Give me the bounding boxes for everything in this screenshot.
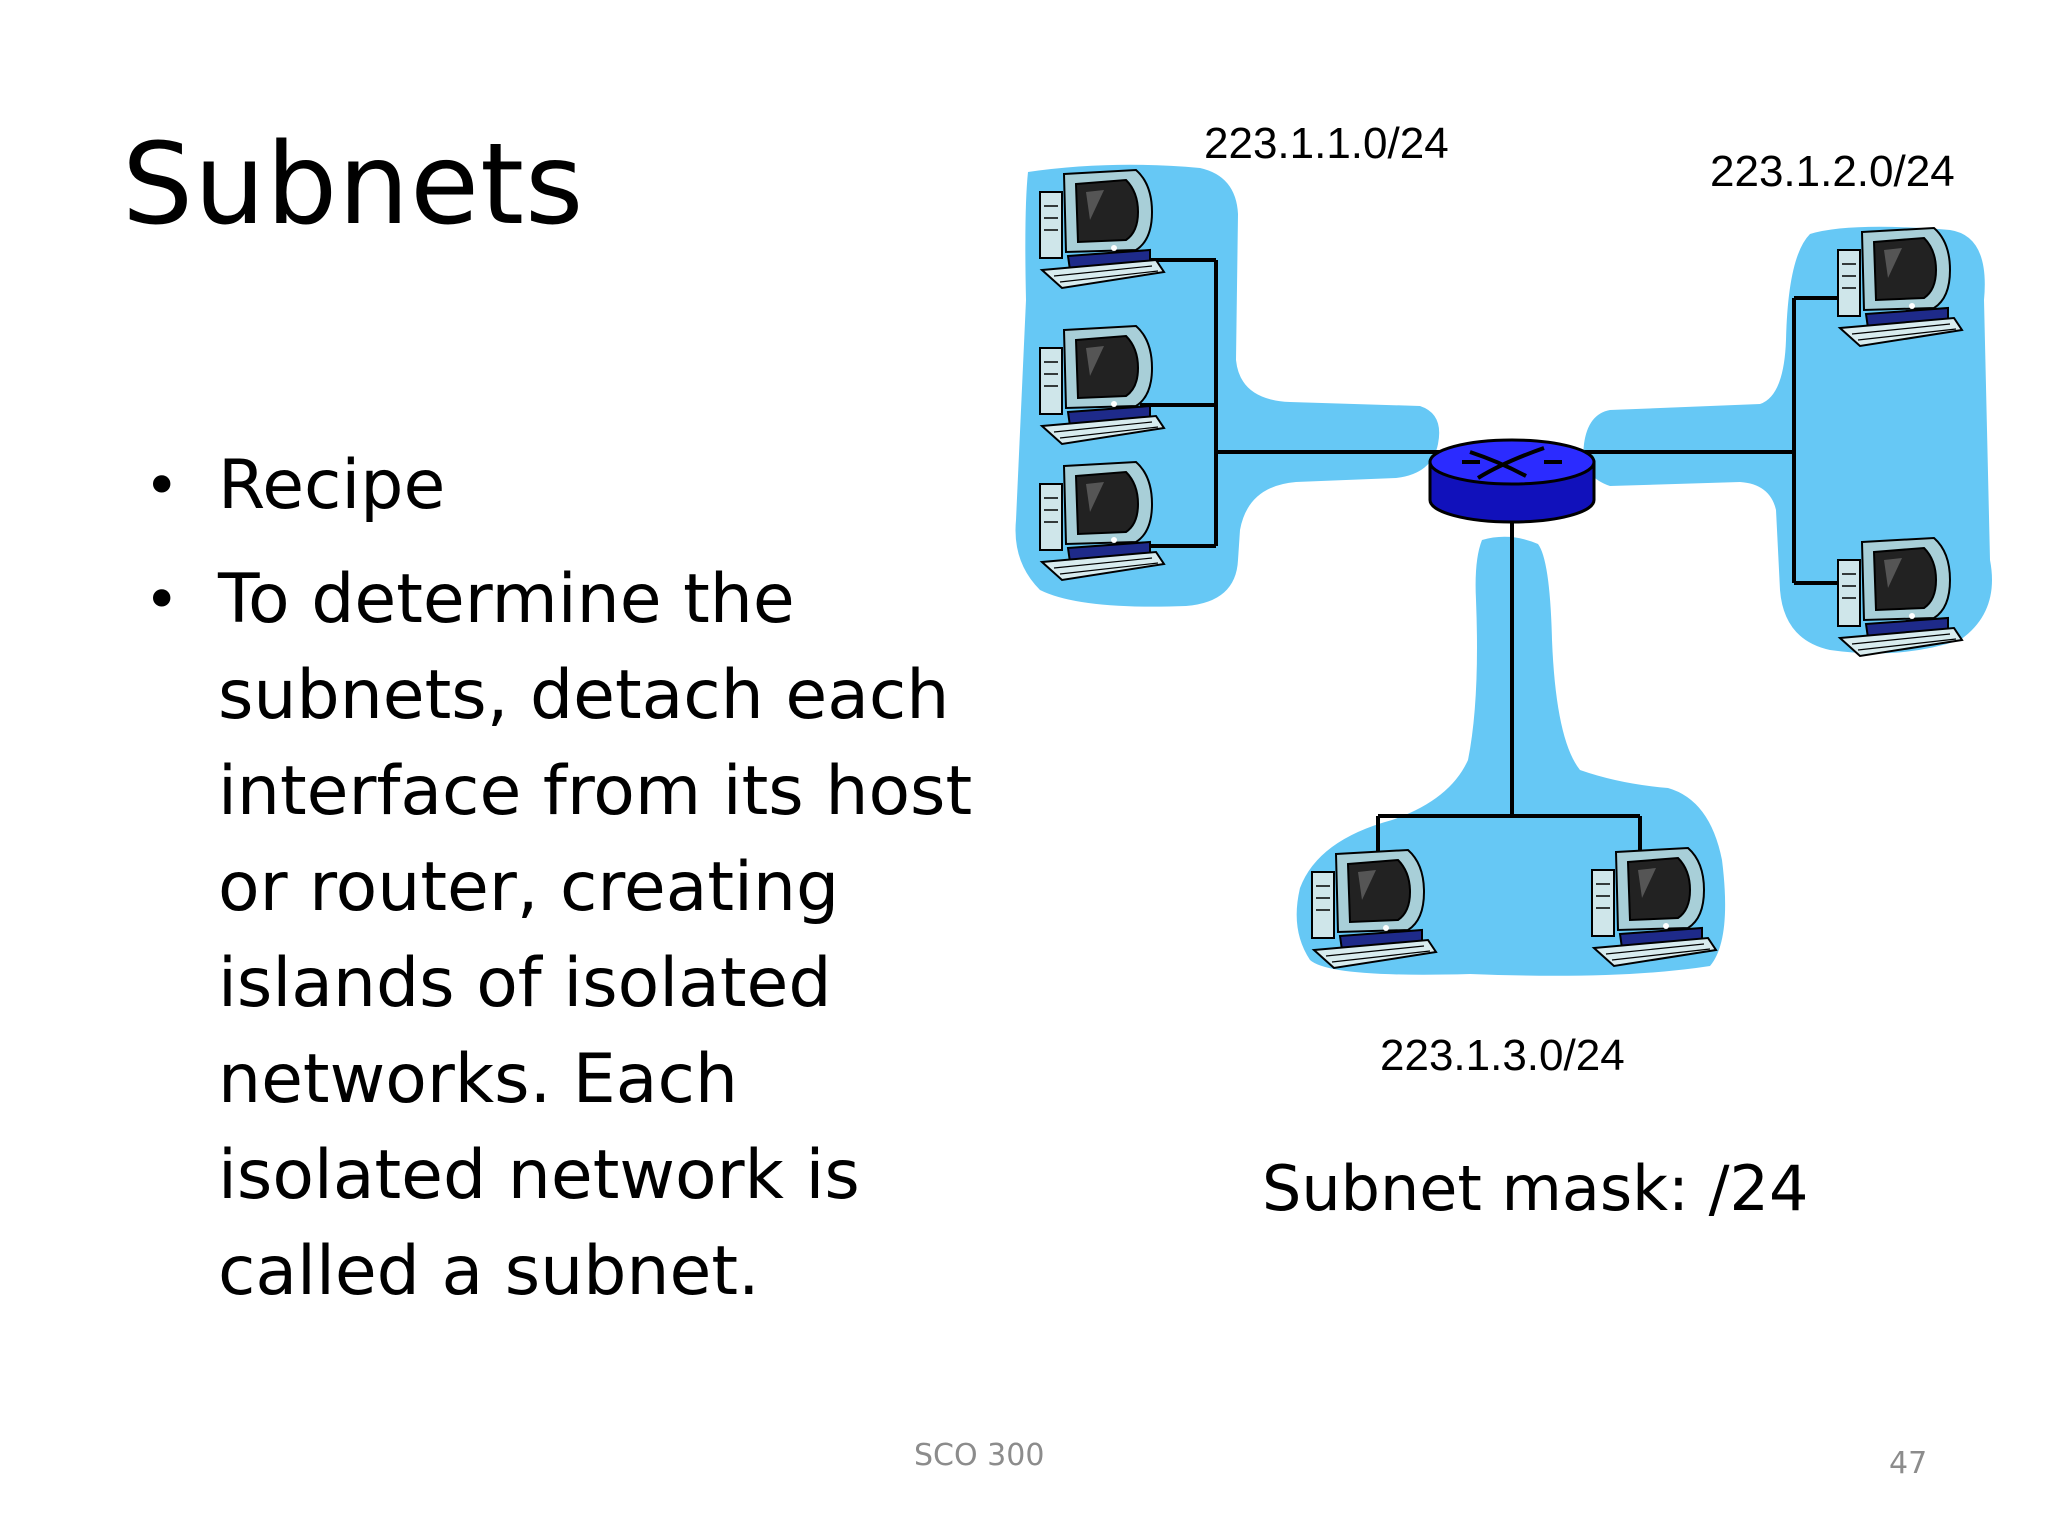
bullet-text: Recipe (218, 446, 446, 525)
subnet-mask-caption: Subnet mask: /24 (1262, 1152, 1809, 1225)
bullet-item: • Recipe (136, 438, 1016, 534)
network-links (1140, 258, 1838, 880)
slide-title: Subnets (122, 120, 585, 250)
subnet-label: 223.1.2.0/24 (1710, 147, 1955, 196)
subnet-label: 223.1.1.0/24 (1204, 119, 1449, 168)
router-icon (1428, 438, 1596, 524)
subnet-label: 223.1.3.0/24 (1380, 1031, 1625, 1080)
bullet-dot-icon: • (144, 451, 180, 521)
bullet-dot-icon: • (144, 565, 180, 635)
page-number: 47 (1889, 1446, 1928, 1481)
bullet-text: To determine the subnets, detach each in… (218, 560, 973, 1311)
footer-text: SCO 300 (914, 1438, 1045, 1473)
bullet-list: • Recipe • To determine the subnets, det… (136, 438, 1016, 1338)
bullet-item: • To determine the subnets, detach each … (136, 552, 1016, 1320)
